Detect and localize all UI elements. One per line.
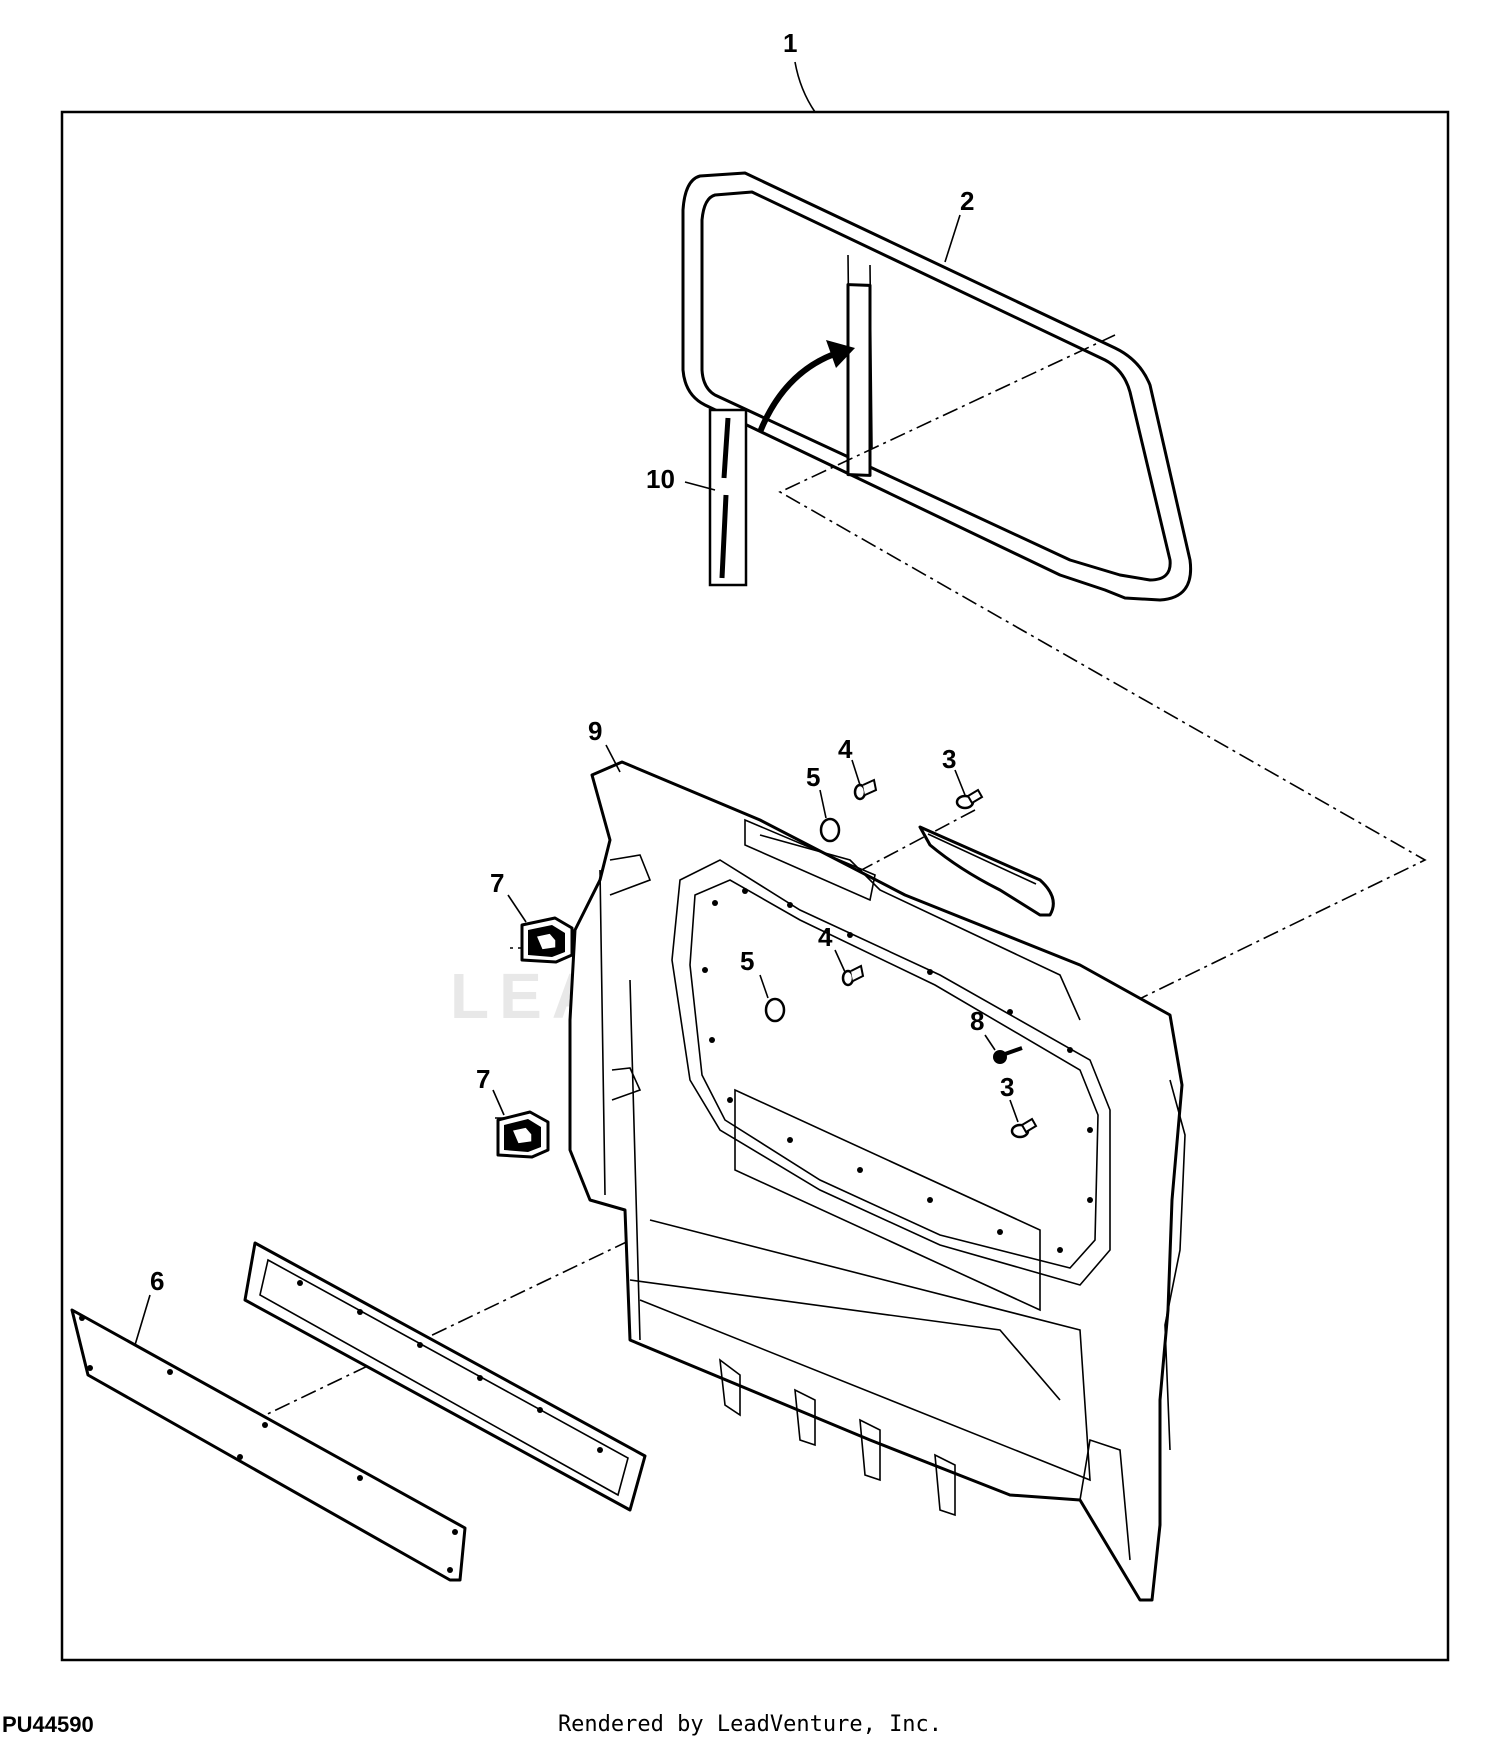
trim-bracket [918,825,1055,917]
callout-1: 1 [783,28,797,58]
callout-3b: 3 [1000,1072,1014,1102]
leader-10 [684,481,716,491]
alignment-line-a [778,334,1427,1041]
cover-plate [70,1308,467,1582]
callout-4a: 4 [838,734,853,764]
callout-5b: 5 [740,946,754,976]
arrow-10 [757,349,841,434]
callout-7a: 7 [490,868,504,898]
callout-8: 8 [970,1006,984,1036]
callout-7b: 7 [476,1064,490,1094]
screw-4b [841,964,865,987]
seal-strip-inset [708,408,748,587]
window-seal-frame [681,171,1193,602]
latch-7b [496,1110,550,1159]
leader-9 [605,744,621,773]
push-rivet-3a [955,788,984,810]
arrowhead-10 [826,340,855,368]
leader-8 [984,1034,996,1051]
washer-5b [764,997,786,1023]
leader-6 [134,1294,151,1346]
callout-5a: 5 [806,762,820,792]
leader-7b [492,1089,505,1116]
callout-9: 9 [588,716,602,746]
panel-holes [702,888,1093,1253]
callout-4b: 4 [818,922,833,952]
bolt-8 [993,1046,1023,1064]
push-rivet-3b [1010,1117,1038,1139]
vent-gasket [243,1241,647,1512]
back-panel [568,760,1186,1602]
render-credit: Rendered by LeadVenture, Inc. [557,1712,943,1737]
washer-5a [819,817,841,843]
leader-1 [794,61,816,113]
callout-6: 6 [150,1266,164,1296]
leader-5b [759,974,769,999]
leader-4b [834,949,846,973]
leader-4a [851,759,861,786]
leader-2 [944,214,961,263]
leader-7a [507,894,527,923]
callout-2: 2 [960,186,974,216]
leader-5a [819,789,827,819]
assembly-frame [60,110,1450,1662]
figure-id: PU44590 [2,1712,94,1737]
callout-3a: 3 [942,744,956,774]
latch-7a [520,916,574,964]
callout-10: 10 [646,464,675,494]
leader-3a [954,769,966,796]
screw-4a [853,778,878,801]
leader-3b [1009,1099,1019,1123]
